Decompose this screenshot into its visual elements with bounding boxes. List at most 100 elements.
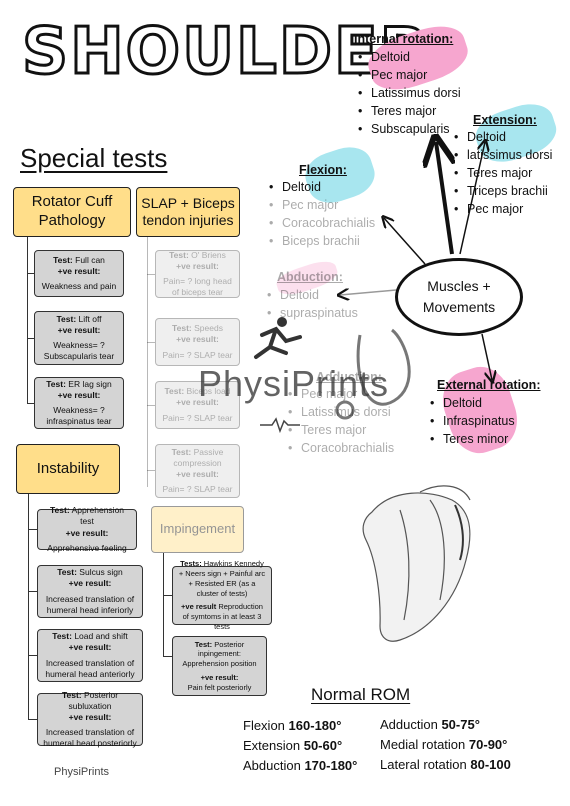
test-result: Increased translation of humeral head po… — [43, 727, 137, 749]
muscle-item: Deltoid — [454, 128, 552, 146]
test-name: Biceps load — [186, 386, 231, 397]
muscle-item: Teres major — [358, 102, 461, 120]
muscle-item: Teres minor — [430, 430, 515, 448]
muscle-item: Deltoid — [430, 394, 515, 412]
test-label: Test: — [164, 386, 185, 397]
test-label: Test: — [57, 567, 77, 578]
extension-list: Deltoid latissimus dorsi Teres major Tri… — [454, 128, 552, 218]
stethoscope-tube — [356, 328, 411, 406]
rom-name: Lateral rotation — [380, 757, 467, 772]
test-name: Hawkins Kennedy + Neers sign + Painful a… — [178, 559, 266, 598]
test-label: Test: — [61, 689, 82, 700]
category-impingement: Impingement — [151, 506, 244, 553]
rom-adduction: Adduction 50-75° — [380, 718, 480, 731]
muscle-item: Triceps brachii — [454, 182, 552, 200]
test-box-full-can: Test: Full can +ve result: Weakness and … — [34, 250, 124, 297]
flexion-title: Flexion: — [299, 163, 347, 177]
flexion-list: Deltoid Pec major Coracobrachialis Bicep… — [269, 178, 375, 250]
test-result: Pain= ? SLAP tear — [162, 484, 233, 495]
connector-line — [147, 342, 155, 343]
test-name: Full can — [75, 254, 105, 265]
muscle-item: Deltoid — [358, 48, 461, 66]
runner-figure — [254, 326, 302, 359]
test-label: Test: — [49, 505, 70, 516]
category-label: Impingement — [159, 521, 236, 537]
result-label: +ve result: — [68, 711, 112, 722]
connector-line — [28, 591, 37, 592]
special-tests-heading: Special tests — [20, 143, 168, 173]
connector-line — [28, 494, 29, 720]
connector-line — [147, 274, 155, 275]
test-label: Test: — [56, 313, 77, 324]
connector-line — [27, 237, 28, 404]
result-label: +ve result — [181, 602, 217, 612]
abduction-list: Deltoid supraspinatus — [267, 286, 358, 322]
test-name: ER lag sign — [68, 378, 112, 389]
result-label: +ve result: — [176, 469, 219, 479]
rom-value: 170-180° — [304, 758, 358, 773]
rom-value: 160-180° — [288, 718, 342, 733]
test-box-impingement-cluster: Tests: Hawkins Kennedy + Neers sign + Pa… — [172, 559, 272, 631]
rom-medial-rotation: Medial rotation 70-90° — [380, 738, 507, 751]
rom-value: 50-60° — [303, 738, 343, 753]
watermark-logo: PhysiPrints — [198, 363, 390, 404]
connector-line — [27, 273, 34, 274]
test-label: Test: — [53, 254, 73, 265]
category-label: SLAP + Biceps tendon injuries — [141, 194, 235, 229]
category-instability: Instability — [16, 444, 120, 494]
test-box-lift-off: Test: Lift off +ve result: Weakness= ?Su… — [34, 311, 124, 365]
muscle-item: Teres major — [454, 164, 552, 182]
muscle-item: Latissimus dorsi — [358, 84, 461, 102]
abduction-title: Abduction: — [277, 270, 343, 284]
muscle-item: Subscapularis — [358, 120, 461, 138]
rom-extension: Extension 50-60° — [243, 739, 342, 752]
test-label: Test: — [169, 249, 189, 260]
connector-line — [147, 237, 148, 487]
footer-logo: PhysiPrints — [54, 766, 110, 778]
result-label: +ve result: — [57, 265, 101, 276]
muscle-item: Pec major — [454, 200, 552, 218]
arrow-internal-rotation — [436, 142, 452, 255]
result-label: +ve result: — [68, 578, 112, 589]
test-box-sulcus: Test: Sulcus sign +ve result: Increased … — [37, 565, 143, 618]
rom-value: 80-100 — [470, 757, 511, 772]
test-result: Weakness= ?infraspinatus tear — [46, 405, 112, 427]
muscle-item: Coracobrachialis — [269, 214, 375, 232]
test-box-biceps-load: Test: Biceps load +ve result: Pain= ? SL… — [155, 381, 240, 429]
center-line-1: Muscles + — [427, 278, 491, 294]
rom-value: 70-90° — [468, 737, 508, 752]
test-name: Lift off — [78, 313, 102, 324]
category-rotator-cuff: Rotator Cuff Pathology — [13, 187, 131, 237]
rom-flexion: Flexion 160-180° — [243, 719, 341, 732]
rom-abduction: Abduction 170-180° — [243, 759, 357, 772]
connector-line — [163, 656, 172, 657]
test-name: Passive compression — [173, 446, 224, 468]
rom-name: Abduction — [243, 758, 301, 773]
test-label: Test: — [52, 631, 72, 642]
muscle-item: Coracobrachialis — [288, 439, 394, 457]
test-label: Test: — [194, 639, 213, 649]
connector-line — [147, 470, 155, 471]
result-label: +ve result: — [57, 324, 101, 335]
test-name: Posterior inpingement: Apprehension posi… — [182, 639, 257, 669]
connector-line — [28, 719, 37, 720]
muscle-item: Pec major — [358, 66, 461, 84]
result-label: +ve result: — [65, 527, 109, 538]
rom-name: Flexion — [243, 718, 285, 733]
extension-title: Extension: — [473, 113, 537, 127]
connector-line — [28, 529, 37, 530]
center-line-2: Movements — [422, 299, 496, 315]
test-label: Test: — [172, 323, 192, 334]
arrow-flexion — [384, 218, 426, 265]
shoulder-illustration — [362, 485, 471, 642]
result-label: +ve result: — [176, 260, 219, 271]
rom-value: 50-75° — [441, 717, 480, 732]
adduction-list: Pec major Latissimus dorsi Teres major C… — [288, 385, 394, 457]
test-box-obriens: Test: O' Briens +ve result: Pain= ? long… — [155, 250, 240, 298]
muscle-item: Deltoid — [267, 286, 358, 304]
test-result: Weakness and pain — [41, 281, 117, 292]
internal-rotation-list: Deltoid Pec major Latissimus dorsi Teres… — [358, 48, 461, 138]
connector-line — [163, 595, 172, 596]
muscle-item: Pec major — [288, 385, 394, 403]
rom-name: Medial rotation — [380, 737, 466, 752]
